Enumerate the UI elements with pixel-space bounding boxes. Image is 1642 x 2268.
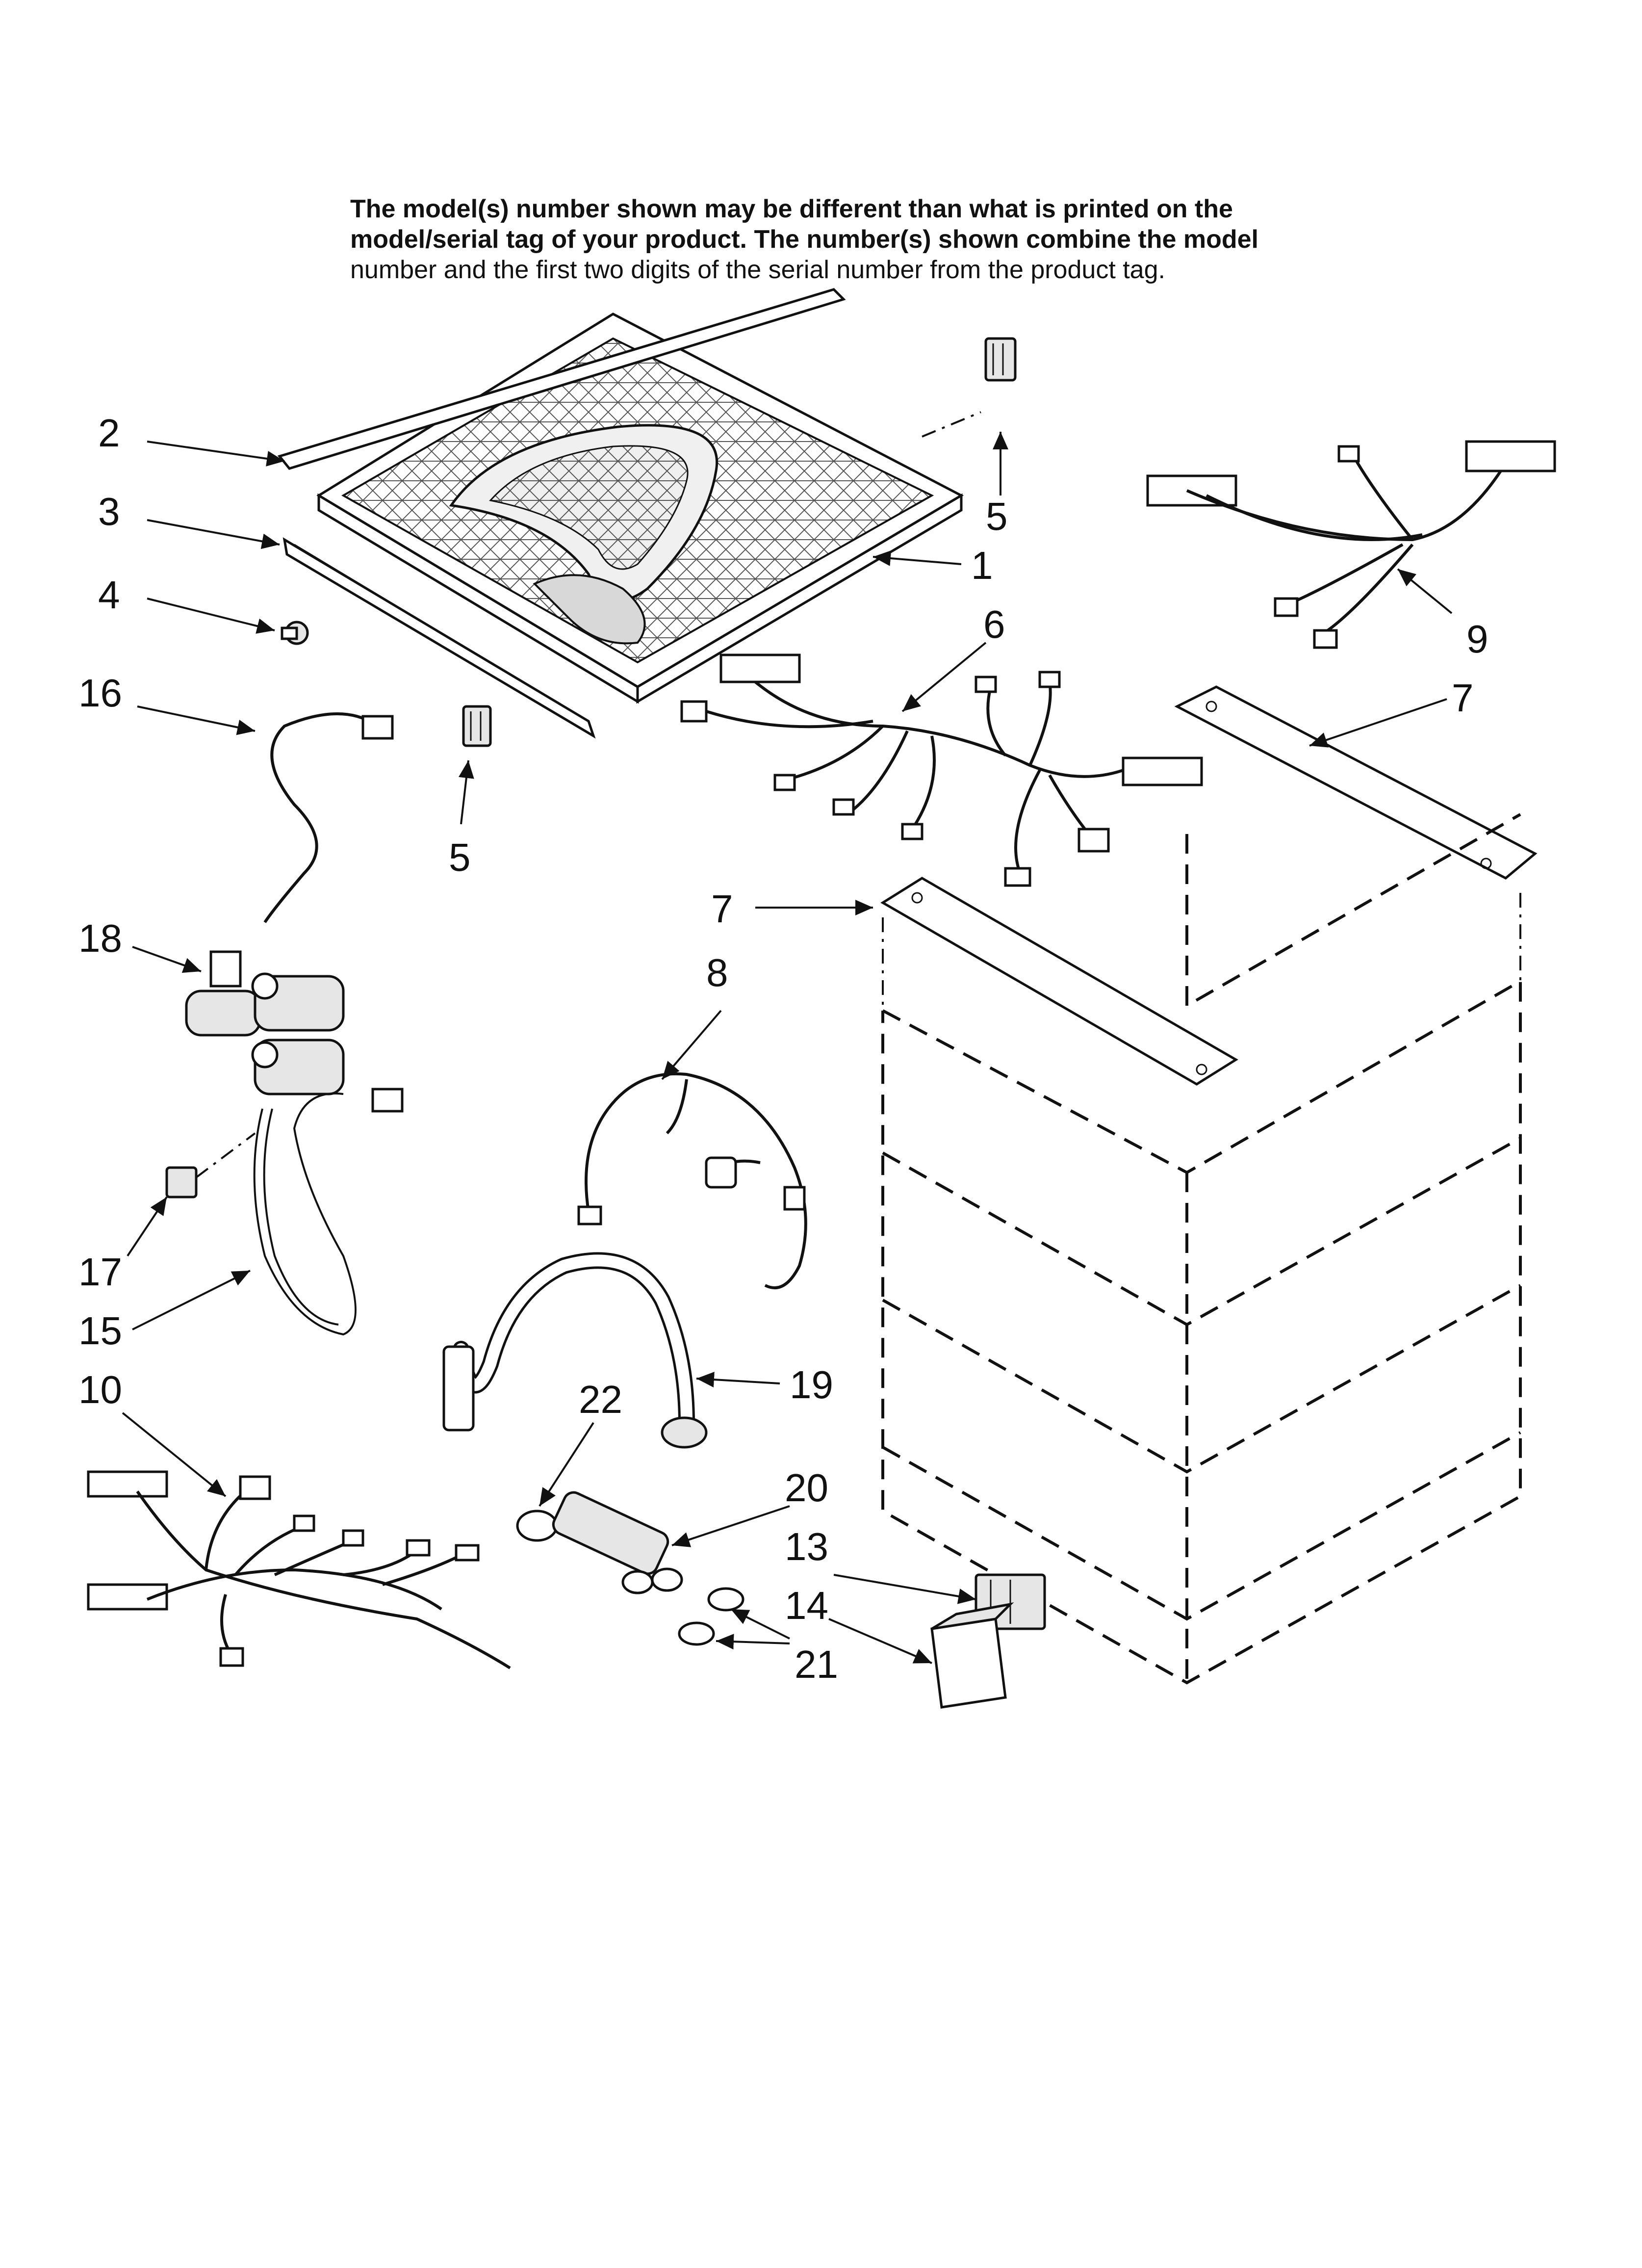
callout-8: 8 [706, 951, 728, 994]
callout-3: 3 [98, 490, 120, 533]
wire-part-16 [263, 712, 394, 923]
callout-5-bottom: 5 [449, 835, 471, 879]
screw-part-4 [281, 621, 309, 645]
callout-5-top: 5 [986, 495, 1008, 538]
callout-7-left: 7 [711, 887, 733, 931]
notice-line-2: model/serial tag of your product. The nu… [350, 225, 1258, 254]
cabinet-dashed-outline [881, 813, 1522, 1685]
rail-bracket-part-3 [282, 537, 596, 739]
clip-part-17 [165, 1132, 256, 1199]
wire-harness-part-10 [87, 1470, 511, 1669]
notice-line-1: The model(s) number shown may be differe… [350, 195, 1233, 223]
rail-strip-part-2 [277, 288, 846, 470]
clip-part-5-top [984, 337, 1017, 382]
bracket-part-7-left [880, 877, 1238, 1086]
top-panel-part-1 [316, 313, 964, 704]
module-part-14 [930, 1602, 1014, 1709]
callout-9: 9 [1466, 617, 1488, 661]
callout-20: 20 [785, 1466, 828, 1510]
callout-18: 18 [78, 916, 122, 960]
callout-15: 15 [78, 1309, 122, 1353]
callout-19: 19 [790, 1363, 833, 1407]
callout-6: 6 [983, 602, 1005, 646]
water-valve-part-18 [185, 950, 345, 1095]
callout-7-right: 7 [1452, 676, 1474, 720]
notice-line-3: number and the first two digits of the s… [350, 256, 1165, 284]
leader-lines [122, 411, 1453, 1664]
callout-13: 13 [785, 1525, 828, 1568]
drain-hose-part-19 [442, 1252, 708, 1449]
wire-harness-part-6 [680, 653, 1203, 887]
clip-part-5-bottom [462, 705, 492, 747]
connector-part-20 [552, 1491, 683, 1594]
bracket-part-7-right [1174, 685, 1538, 880]
callout-14: 14 [785, 1584, 828, 1627]
callout-1: 1 [971, 544, 993, 587]
clamp-part-22 [516, 1510, 558, 1542]
callout-16: 16 [78, 671, 122, 715]
wire-harness-part-9 [1146, 440, 1556, 649]
callout-2: 2 [98, 411, 120, 455]
callout-labels: 2 3 4 1 5 5 6 9 7 7 8 16 18 17 15 10 19 … [78, 411, 1488, 1686]
callout-21: 21 [795, 1642, 838, 1686]
hose-part-15 [253, 1088, 404, 1336]
wire-harness-part-8 [577, 1072, 807, 1289]
model-number-notice: The model(s) number shown may be differe… [350, 194, 1527, 285]
callout-17: 17 [78, 1250, 122, 1294]
callout-4: 4 [98, 573, 120, 617]
clamps-part-21 [678, 1587, 744, 1646]
callout-10: 10 [78, 1368, 122, 1411]
callout-22: 22 [579, 1378, 622, 1421]
